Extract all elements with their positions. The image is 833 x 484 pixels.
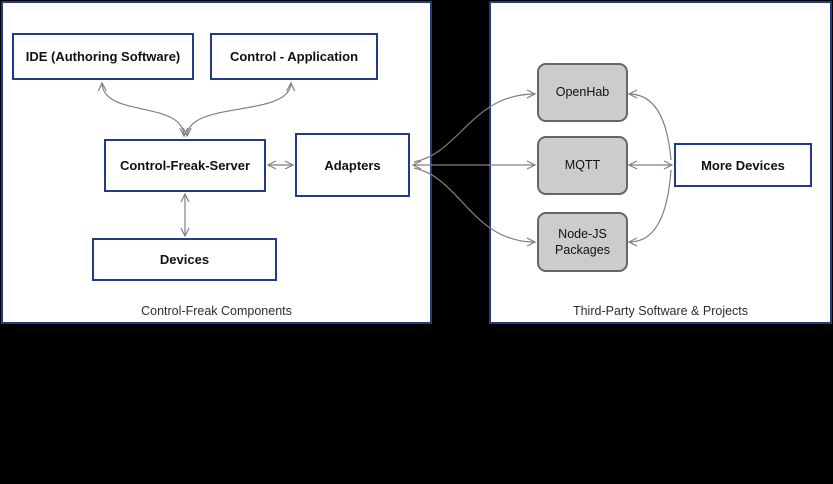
caption-control-freak-components: Control-Freak Components <box>141 304 292 318</box>
node-ide-authoring-software: IDE (Authoring Software) <box>12 33 194 80</box>
node-control-freak-server: Control-Freak-Server <box>104 139 266 192</box>
node-adapters: Adapters <box>295 133 410 197</box>
node-openhab: OpenHab <box>537 63 628 122</box>
node-devices: Devices <box>92 238 277 281</box>
node-nodejs-packages: Node-JS Packages <box>537 212 628 272</box>
node-mqtt: MQTT <box>537 136 628 195</box>
node-more-devices: More Devices <box>674 143 812 187</box>
node-control-application: Control - Application <box>210 33 378 80</box>
caption-third-party-software: Third-Party Software & Projects <box>572 304 749 318</box>
